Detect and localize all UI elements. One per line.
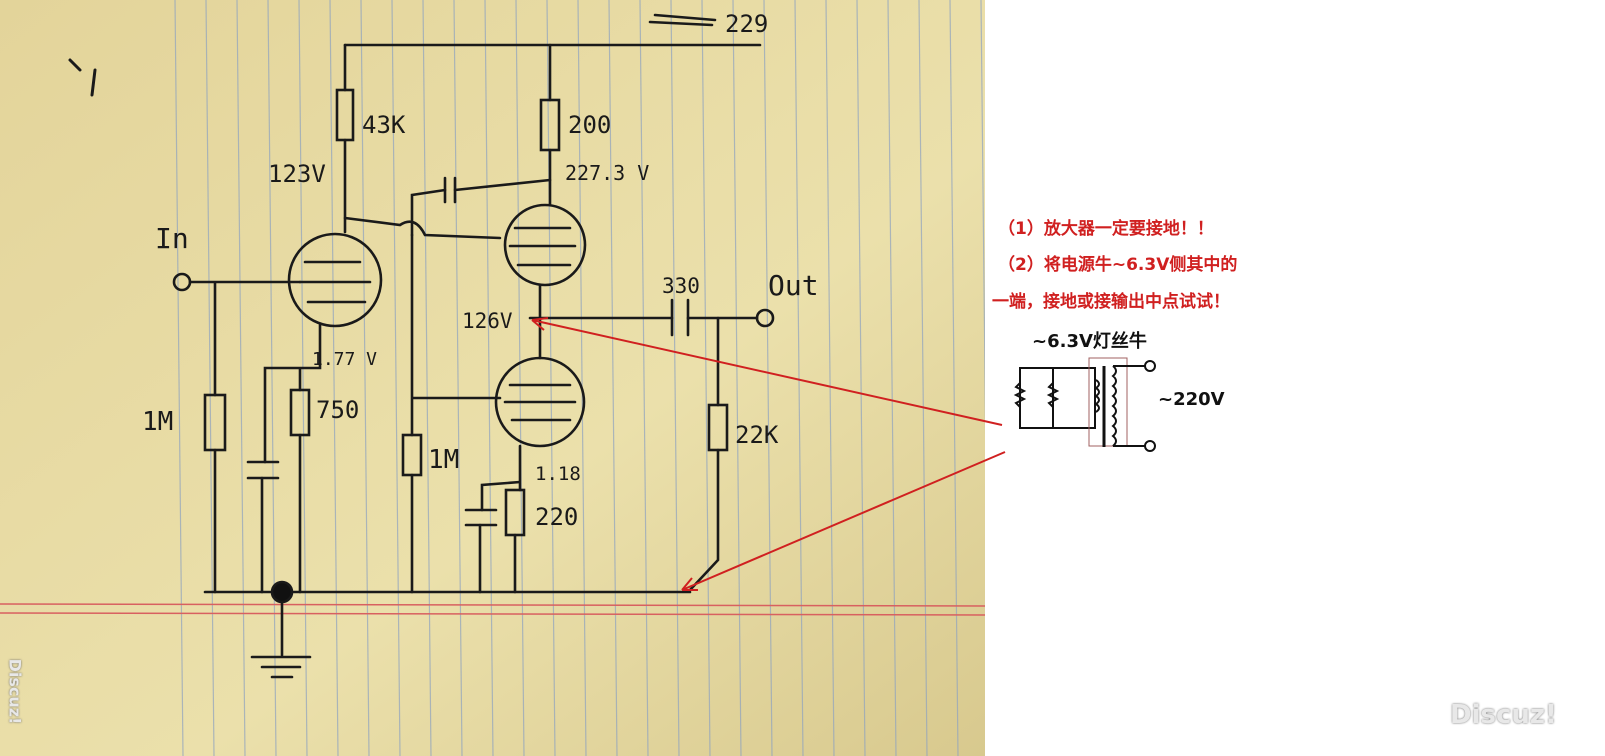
label-c-out: 330: [662, 274, 700, 298]
transformer-symbol: [1013, 357, 1156, 452]
circuit-wiring: [68, 13, 775, 679]
notebook-rule: [422, 0, 432, 756]
transformer-title: ~6.3V灯丝牛: [1032, 331, 1147, 352]
notebook-rule: [918, 0, 928, 756]
notebook-rule: [608, 0, 618, 756]
notebook-rule: [887, 0, 897, 756]
label-v-plate1: 123V: [268, 160, 326, 188]
label-r-plate1: 43K: [362, 111, 406, 139]
notebook-rule: [174, 0, 184, 756]
notebook-rule: [453, 0, 463, 756]
notebook-rule: [267, 0, 277, 756]
notebook-rule: [732, 0, 742, 756]
label-v-cathode3: 1.18: [535, 463, 581, 485]
notebook-rule: [577, 0, 587, 756]
notebook-rule: [236, 0, 246, 756]
label-r-cathode3: 220: [535, 503, 578, 531]
notebook-rule: [763, 0, 773, 756]
label-output: Out: [768, 269, 819, 302]
handwritten-labels: 229 43K 123V 200 227.3 V In Out 330 126V…: [142, 10, 819, 531]
transformer-primary-label: ~220V: [1158, 389, 1225, 410]
label-v-plate2: 227.3 V: [565, 161, 649, 185]
notebook-rule: [515, 0, 525, 756]
notebook-rule: [825, 0, 835, 756]
notebook-rule: [639, 0, 649, 756]
notebook-rule: [391, 0, 401, 756]
label-r-grid1: 1M: [142, 407, 173, 437]
watermark-vertical: Discuz!: [5, 658, 25, 725]
notebook-rule: [360, 0, 370, 756]
label-r-load: 22K: [735, 421, 779, 449]
schematic-photo: 229 43K 123V 200 227.3 V In Out 330 126V…: [0, 0, 985, 756]
label-r-grid3: 1M: [428, 445, 459, 475]
watermark: Discuz!: [1450, 700, 1557, 730]
notebook-rule: [980, 0, 985, 435]
label-v-cathode1: 1.77 V: [312, 349, 377, 370]
tube-1: [287, 232, 383, 328]
label-r-plate2: 200: [568, 111, 611, 139]
tube-2: [503, 203, 587, 287]
notebook-rule: [701, 0, 711, 756]
notebook-rule: [670, 0, 680, 756]
notebook-rule: [856, 0, 866, 756]
notebook-rule: [546, 0, 556, 756]
notebook-rule: [949, 0, 959, 756]
notebook-rule: [298, 0, 308, 756]
label-supply: 229: [725, 10, 768, 38]
notebook-rule: [484, 0, 494, 756]
label-input: In: [155, 222, 189, 255]
notebook-rule: [794, 0, 804, 756]
label-r-cathode1: 750: [316, 396, 359, 424]
notebook-rule: [205, 0, 215, 756]
label-v-mid: 126V: [462, 309, 513, 333]
notebook-rule: [329, 0, 339, 756]
note-line-3: 一端，接地或接输出中点试试！: [992, 292, 1230, 312]
note-line-2: （2）将电源牛~6.3V侧其中的: [998, 255, 1238, 275]
note-line-1: （1）放大器一定要接地！！: [998, 219, 1214, 239]
